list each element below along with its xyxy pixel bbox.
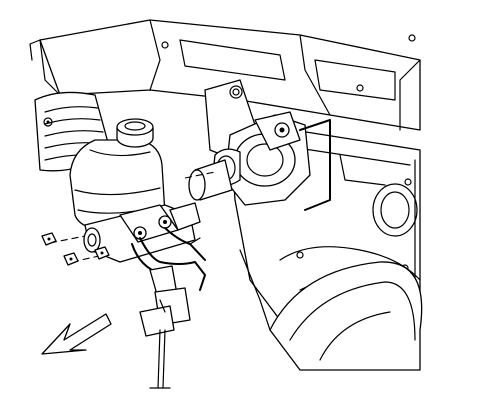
- master-cylinder-tube: [188, 159, 233, 201]
- nut-lower: [63, 252, 79, 266]
- brake-fluid-reservoir: [69, 139, 166, 233]
- reservoir-cap: [116, 118, 154, 148]
- engine-compartment-frame: [29, 19, 421, 131]
- nut-mid: [94, 246, 110, 260]
- brake-booster: [204, 79, 331, 211]
- nut-upper: [41, 232, 57, 246]
- wheel-well: [239, 249, 423, 371]
- mounting-nuts: [41, 171, 216, 266]
- wiring-connector: [139, 265, 191, 389]
- arrow-icon: [41, 313, 112, 355]
- master-cylinder: [83, 202, 201, 263]
